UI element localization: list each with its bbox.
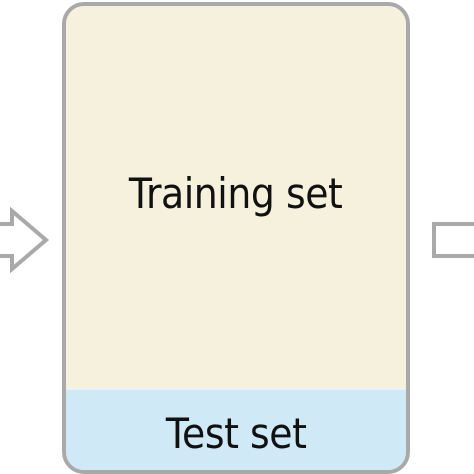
input-arrow-icon <box>0 206 50 274</box>
test-set-label: Test set <box>165 408 307 458</box>
output-arrow-icon <box>432 222 474 258</box>
training-set-region: Training set <box>66 6 406 388</box>
dataset-box: Training set Test set <box>62 2 410 474</box>
training-set-label: Training set <box>129 168 343 218</box>
test-set-region: Test set <box>66 388 406 470</box>
